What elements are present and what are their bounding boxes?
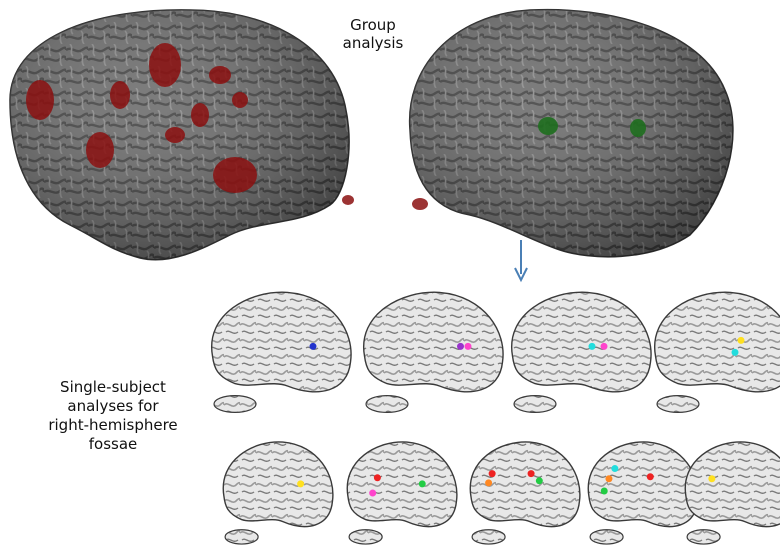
- slice-r2-c4: [587, 441, 699, 545]
- group-label-line2: analysis: [342, 34, 404, 52]
- group-label-line1: Group: [350, 16, 396, 34]
- slice-r2-c3: [469, 441, 581, 545]
- cerebellum-outline: [224, 529, 259, 545]
- single-label-line4: fossae: [88, 435, 138, 453]
- slice-outline: [510, 291, 652, 393]
- fossa-marker: [611, 465, 619, 473]
- single-subject-label: Single-subject analyses for right-hemisp…: [18, 378, 208, 454]
- slice-outline: [210, 291, 352, 393]
- slice-outline: [469, 441, 581, 528]
- fossa-marker: [600, 342, 608, 350]
- single-label-line1: Single-subject: [60, 378, 166, 396]
- slice-outline: [362, 291, 504, 393]
- cerebellum-outline: [589, 529, 624, 545]
- green-activation-clusters: [538, 117, 646, 137]
- slice-r1-c4: [653, 291, 780, 414]
- fossa-marker: [309, 342, 317, 350]
- slice-r1-c1: [210, 291, 352, 414]
- fossa-marker: [369, 489, 377, 497]
- slice-r2-c1: [222, 441, 334, 545]
- slice-r1-c2: [362, 291, 504, 414]
- fossa-marker: [457, 342, 464, 350]
- fossa-marker: [605, 475, 613, 483]
- cerebellum-outline: [365, 395, 409, 414]
- fossa-marker: [418, 480, 426, 488]
- slice-outline: [653, 291, 780, 393]
- fossa-marker: [297, 480, 305, 488]
- fossa-marker: [485, 479, 493, 487]
- single-label-line2: analyses for: [67, 397, 159, 415]
- cerebellum-outline: [686, 529, 721, 545]
- group-analysis-label: Group analysis: [318, 16, 428, 52]
- cerebellum-outline: [513, 395, 557, 414]
- slice-outline: [684, 441, 780, 528]
- single-label-line3: right-hemisphere: [48, 416, 178, 434]
- slice-r1-c3: [510, 291, 652, 414]
- fossa-marker: [464, 342, 472, 350]
- fossa-marker: [600, 487, 608, 495]
- fossa-marker: [588, 342, 596, 350]
- slice-r2-c5: [684, 441, 780, 545]
- right-brain: [408, 8, 734, 258]
- cerebellum-outline: [213, 395, 257, 414]
- slices-layer: [210, 291, 780, 545]
- red-activation-clusters: [26, 43, 354, 205]
- fossa-marker: [373, 474, 381, 482]
- slice-outline: [346, 441, 458, 528]
- slice-outline: [587, 441, 699, 528]
- fossa-marker: [646, 473, 654, 481]
- red-activation-small: [412, 198, 428, 210]
- fossa-marker: [731, 348, 739, 356]
- down-arrow-icon: [514, 240, 528, 283]
- cerebellum-outline: [656, 395, 700, 414]
- cerebellum-outline: [471, 529, 506, 545]
- fossa-marker: [527, 470, 535, 478]
- fossa-marker: [708, 475, 716, 483]
- slice-r2-c2: [346, 441, 458, 545]
- cerebellum-outline: [348, 529, 383, 545]
- fossa-marker: [535, 477, 543, 485]
- left-brain: [9, 9, 354, 261]
- fossa-marker: [737, 336, 745, 344]
- fossa-marker: [488, 470, 496, 478]
- slice-outline: [222, 441, 334, 528]
